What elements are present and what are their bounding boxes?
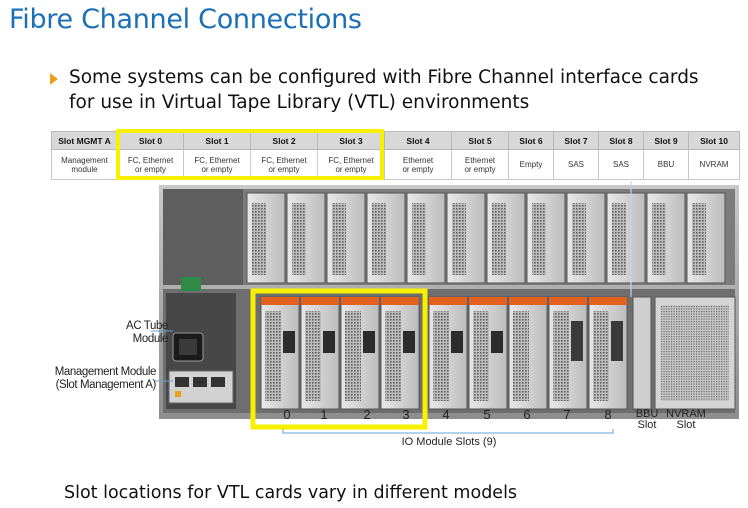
slot-header: Slot 6 [508, 131, 554, 150]
io-slots-caption: IO Module Slots (9) [402, 436, 497, 448]
io-slot-number: 3 [402, 407, 409, 422]
caption: Slot locations for VTL cards vary in dif… [64, 483, 518, 503]
status-led-green [181, 277, 201, 291]
slot-header: Slot 3 [317, 131, 385, 150]
slot-content: NVRAM [688, 149, 740, 180]
mgmt-port [175, 377, 189, 387]
slot-header: Slot 9 [643, 131, 689, 150]
upper-card-bays [246, 192, 726, 284]
slot-content: SAS [598, 149, 644, 180]
slot-header: Slot 4 [384, 131, 452, 150]
io-slot-number: 2 [363, 407, 370, 422]
io-slot-number: 0 [283, 407, 290, 422]
slot-table: Slot MGMT A Slot 0 Slot 1 Slot 2 Slot 3 … [51, 131, 740, 180]
nvram-vent [661, 305, 729, 401]
io-slot-number: 8 [604, 407, 611, 422]
io-module-bays [260, 296, 628, 410]
slot-header: Slot 5 [451, 131, 509, 150]
slot-content: BBU [643, 149, 689, 180]
bullet-arrow-icon [50, 73, 58, 85]
io-slot-number: 6 [523, 407, 530, 422]
slot-header: Slot 7 [553, 131, 599, 150]
io-slot-number: 7 [563, 407, 570, 422]
bbu-slot-label: Slot [638, 419, 657, 431]
slot-header: Slot MGMT A [51, 131, 118, 150]
highlight-box-io-0-3 [250, 288, 428, 430]
io-slot-number: 5 [483, 407, 490, 422]
bbu-slot-label: BBU [636, 408, 659, 420]
highlight-box-slots-0-3 [116, 129, 384, 180]
ac-power-socket [179, 339, 197, 355]
slot-header: Slot 10 [688, 131, 740, 150]
mgmt-port [193, 377, 207, 387]
bbu-module [632, 296, 652, 410]
io-slot-number: 1 [320, 407, 327, 422]
mgmt-port [211, 377, 225, 387]
bullet-text: Some systems can be configured with Fibr… [69, 67, 699, 113]
slide-title: Fibre Channel Connections [9, 4, 362, 35]
left-upper-panel [163, 189, 243, 285]
nvram-slot-label: NVRAM [666, 408, 706, 420]
mgmt-led [175, 391, 181, 397]
slot-header-row: Slot MGMT A Slot 0 Slot 1 Slot 2 Slot 3 … [51, 131, 740, 150]
management-callout: Management Module(Slot Management A) [54, 366, 157, 391]
io-slots-bracket [282, 429, 614, 434]
slot-content: Empty [508, 149, 554, 180]
slot-content: SAS [553, 149, 599, 180]
nvram-slot-label: Slot [677, 419, 696, 431]
chassis-rear-view: 0 1 2 3 4 5 6 7 8 BBU Slot NVRAM Slot IO… [151, 181, 739, 448]
io-slot-number: 4 [442, 407, 449, 422]
slot-header: Slot 8 [598, 131, 644, 150]
